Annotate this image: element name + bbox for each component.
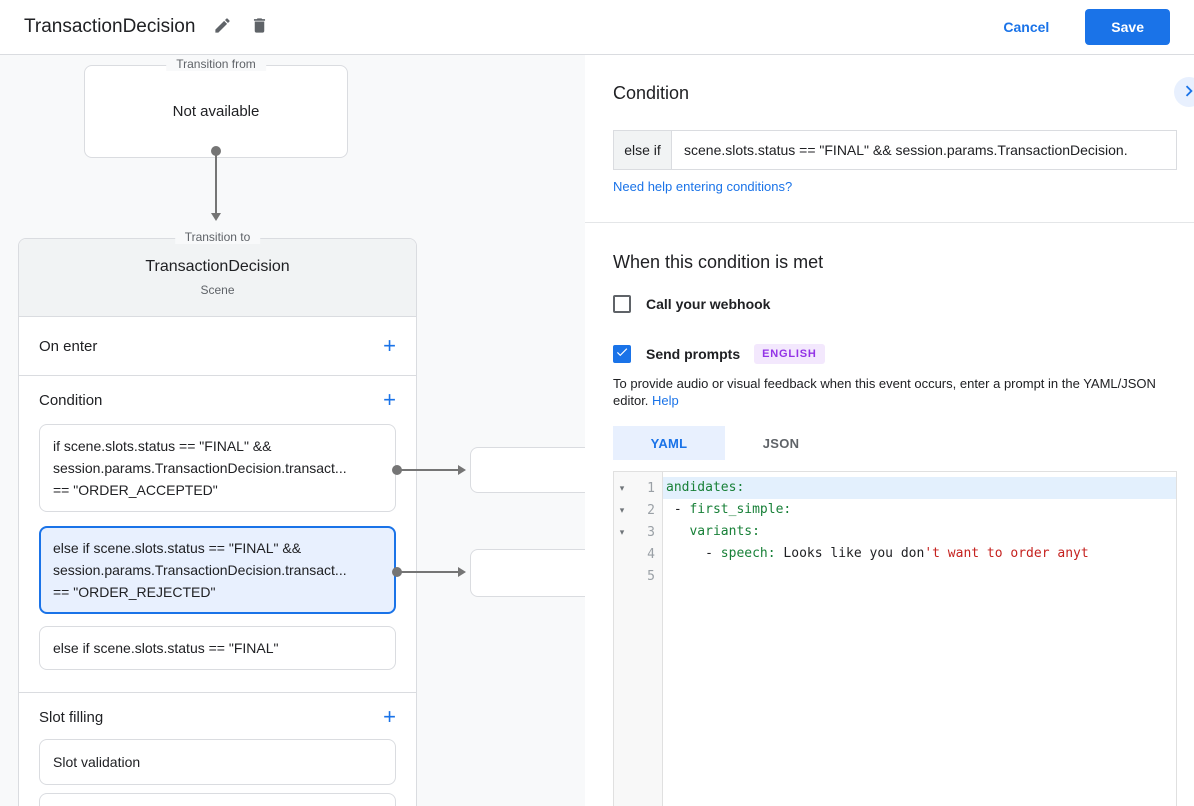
condition-input-row: else if — [613, 130, 1177, 170]
transition-to-node: Transition to TransactionDecision Scene … — [18, 230, 417, 806]
code-line: andidates: — [663, 477, 1176, 499]
tab-json[interactable]: JSON — [762, 435, 800, 451]
delete-scene-button[interactable] — [250, 16, 269, 38]
slot-filling-section: Slot filling + Slot validation — [19, 693, 416, 806]
code-line: - first_simple: — [666, 502, 792, 517]
checkmark-icon — [615, 345, 629, 364]
on-enter-row: On enter + — [19, 317, 416, 376]
pencil-icon — [213, 16, 232, 38]
line-number: 1 — [647, 480, 655, 496]
condition-card-order-rejected[interactable]: else if scene.slots.status == "FINAL" &&… — [39, 526, 396, 614]
line-number: 5 — [647, 568, 655, 584]
call-webhook-label: Call your webhook — [646, 296, 771, 312]
fold-icon[interactable]: ▾ — [619, 504, 625, 515]
add-on-enter-button[interactable]: + — [383, 333, 396, 358]
partial-card[interactable] — [39, 793, 396, 806]
arrow-right-icon — [458, 567, 466, 577]
conditions-help-link[interactable]: Need help entering conditions? — [613, 179, 793, 194]
code-line: variants: — [689, 524, 760, 539]
transition-from-legend: Transition from — [166, 57, 266, 71]
condition-prefix-label: else if — [613, 130, 672, 170]
connector-line — [400, 469, 458, 471]
condition-card-order-accepted[interactable]: if scene.slots.status == "FINAL" && sess… — [39, 424, 396, 512]
yaml-editor[interactable]: ▾ 1 ▾ 2 ▾ 3 4 5 — [613, 471, 1177, 806]
arrow-right-icon — [458, 465, 466, 475]
transition-target-box[interactable] — [470, 549, 600, 597]
slot-filling-label: Slot filling — [39, 708, 104, 726]
editor-code-area[interactable]: andidates: - first_simple: variants: - s… — [663, 472, 1176, 806]
transition-from-content: Not available — [172, 103, 260, 120]
cancel-button[interactable]: Cancel — [1003, 19, 1050, 35]
call-webhook-checkbox[interactable] — [613, 295, 631, 313]
line-number: 3 — [647, 524, 655, 540]
fold-icon[interactable]: ▾ — [619, 526, 625, 537]
panel-divider — [585, 222, 1194, 223]
tab-yaml[interactable]: YAML — [613, 426, 725, 460]
add-slot-button[interactable]: + — [383, 704, 396, 729]
editor-tabs: YAML JSON — [613, 426, 837, 460]
top-bar: TransactionDecision Cancel Save — [0, 0, 1194, 55]
line-number: 2 — [647, 502, 655, 518]
on-enter-label: On enter — [39, 337, 98, 355]
connector-dot — [211, 146, 221, 156]
connector-line — [215, 155, 217, 213]
fold-icon[interactable]: ▾ — [619, 482, 625, 493]
connector-dot — [392, 465, 402, 475]
save-button[interactable]: Save — [1085, 9, 1170, 45]
condition-card-final[interactable]: else if scene.slots.status == "FINAL" — [39, 626, 396, 670]
chevron-right-icon — [1178, 80, 1194, 105]
page-title: TransactionDecision — [24, 16, 196, 37]
code-line — [663, 565, 1176, 587]
panel-title: Condition — [613, 83, 690, 103]
line-number: 4 — [647, 546, 655, 562]
scene-header: TransactionDecision Scene — [19, 239, 416, 317]
transition-target-box[interactable] — [470, 447, 600, 493]
send-prompts-row: Send prompts ENGLISH — [613, 344, 825, 364]
scene-title: TransactionDecision — [145, 258, 290, 275]
scene-subtitle: Scene — [200, 283, 235, 297]
edit-title-button[interactable] — [213, 16, 232, 38]
trash-icon — [250, 16, 269, 38]
editor-gutter: ▾ 1 ▾ 2 ▾ 3 4 5 — [614, 472, 663, 806]
help-link[interactable]: Help — [652, 393, 679, 408]
prompt-helper-text: To provide audio or visual feedback when… — [613, 375, 1178, 409]
arrow-down-icon — [211, 213, 221, 221]
code-line: - speech: Looks like you don't want to o… — [666, 546, 1089, 561]
condition-met-title: When this condition is met — [613, 252, 824, 272]
slot-validation-card[interactable]: Slot validation — [39, 739, 396, 785]
collapse-panel-button[interactable] — [1174, 77, 1194, 107]
condition-section-label: Condition — [39, 391, 103, 409]
language-badge: ENGLISH — [754, 344, 825, 364]
transition-to-legend: Transition to — [174, 230, 261, 244]
condition-section: Condition + if scene.slots.status == "FI… — [19, 376, 416, 693]
send-prompts-label: Send prompts — [646, 346, 741, 362]
flow-diagram-canvas: Transition from Not available Transition… — [0, 55, 600, 806]
connector-dot — [392, 567, 402, 577]
transition-from-node: Transition from Not available — [84, 57, 348, 158]
send-prompts-checkbox[interactable] — [613, 345, 631, 363]
condition-expression-input[interactable] — [672, 130, 1177, 170]
add-condition-button[interactable]: + — [383, 387, 396, 412]
helper-text: To provide audio or visual feedback when… — [613, 376, 1156, 408]
condition-detail-panel: Condition else if Need help entering con… — [585, 55, 1194, 806]
webhook-row: Call your webhook — [613, 295, 770, 313]
connector-line — [400, 571, 458, 573]
